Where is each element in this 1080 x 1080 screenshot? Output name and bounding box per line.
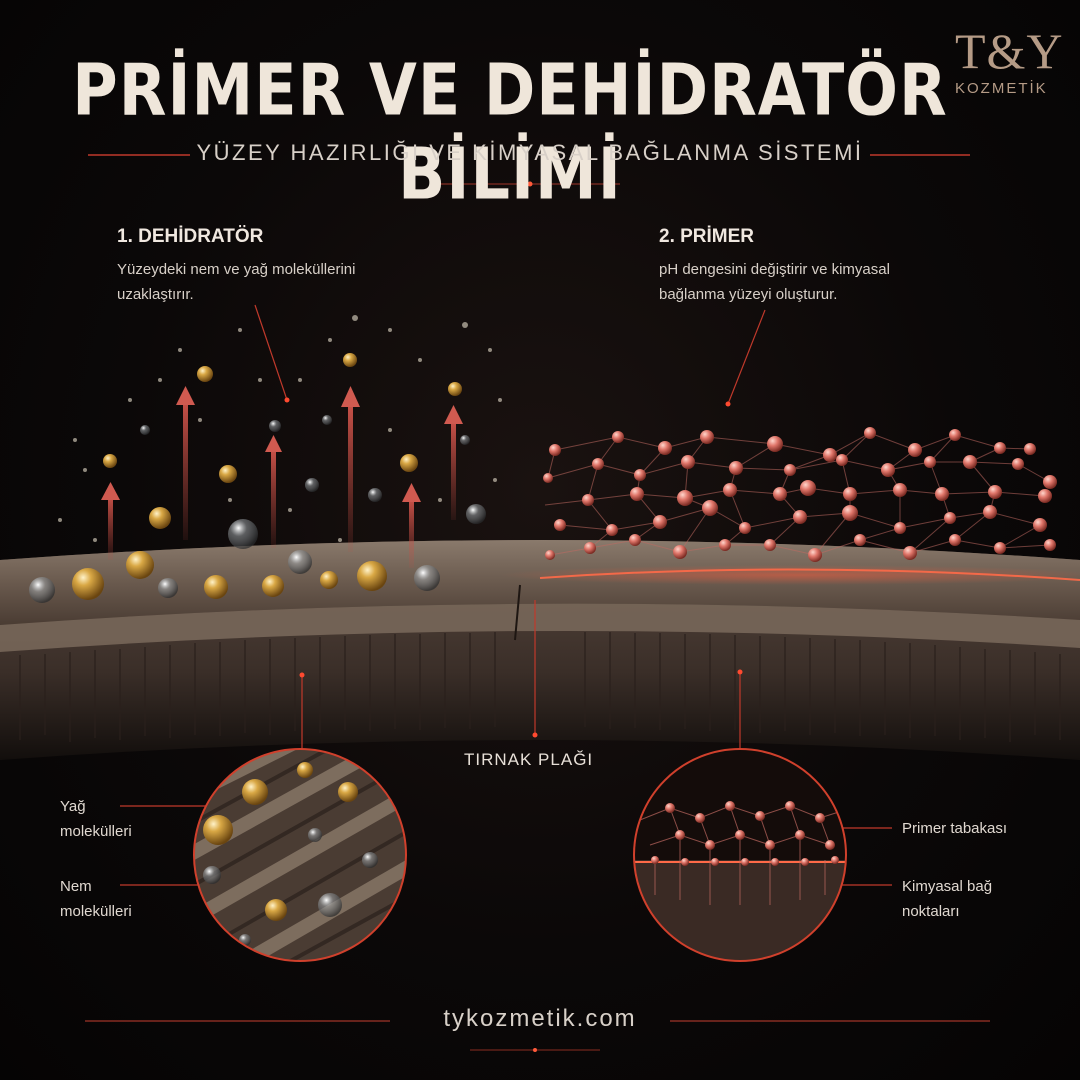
label-line: Kimyasal bağ <box>902 878 993 895</box>
nail-plate-label: TIRNAK PLAĞI <box>464 750 594 769</box>
primer-network <box>500 427 1080 585</box>
evaporation-arrows <box>101 386 463 568</box>
primer-desc-line: pH dengesini değiştirir ve kimyasal <box>659 261 890 278</box>
label-line: Nem <box>60 878 92 895</box>
arrow-up-icon <box>101 482 120 560</box>
arrow-up-icon <box>341 386 360 552</box>
primer-layer-label: Primer tabakası <box>902 820 1008 837</box>
dehydrator-desc-line: Yüzeydeki nem ve yağ moleküllerini <box>117 261 356 278</box>
brand-logo: T&Y <box>955 23 1064 79</box>
label-line: Yağ <box>60 798 86 815</box>
label-line: molekülleri <box>60 823 132 840</box>
label-line: molekülleri <box>60 903 132 920</box>
arrow-up-icon <box>176 386 195 540</box>
arrow-up-icon <box>402 483 421 568</box>
moisture-molecules-label: Nem molekülleri <box>60 874 132 924</box>
arrow-up-icon <box>265 435 282 548</box>
oil-molecules <box>72 353 462 600</box>
page-subtitle: YÜZEY HAZIRLIĞI VE KİMYASAL BAĞLANMA SİS… <box>196 140 864 165</box>
brand-name: KOZMETİK <box>955 80 1048 97</box>
footer-divider <box>85 1020 990 1052</box>
primer-desc-line: bağlanma yüzeyi oluşturur. <box>659 286 838 303</box>
header-divider <box>88 154 970 187</box>
oil-moisture-magnifier <box>193 748 407 962</box>
page-title: PRİMER VE DEHİDRATÖR BİLİMİ <box>72 48 948 216</box>
dehydrator-heading: 1. DEHİDRATÖR <box>117 226 264 247</box>
label-line: noktaları <box>902 903 960 920</box>
primer-description: pH dengesini değiştirir ve kimyasal bağl… <box>659 257 890 307</box>
dehydrator-desc-line: uzaklaştırır. <box>117 286 194 303</box>
moisture-molecules <box>29 315 502 603</box>
primer-bond-magnifier <box>633 748 847 962</box>
arrow-up-icon <box>444 405 463 520</box>
footer-url: tykozmetik.com <box>443 1005 637 1032</box>
bond-points-label: Kimyasal bağ noktaları <box>902 874 992 924</box>
oil-molecules-label: Yağ molekülleri <box>60 794 132 844</box>
primer-heading: 2. PRİMER <box>659 226 755 247</box>
dehydrator-description: Yüzeydeki nem ve yağ moleküllerini uzakl… <box>117 257 355 307</box>
